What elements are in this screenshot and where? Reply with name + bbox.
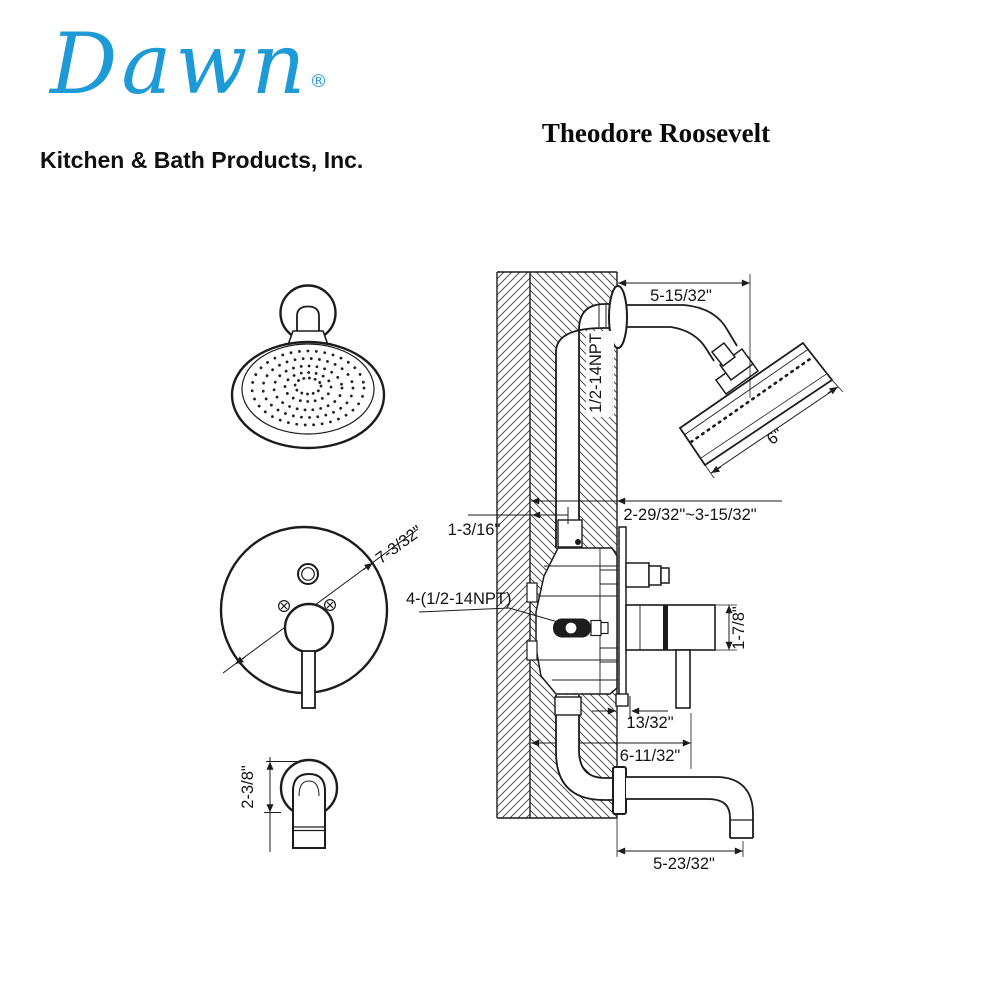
registered-mark: ® (309, 71, 328, 92)
shower-arm-side-view (555, 274, 844, 548)
dim-spout-reach: 5-23/32" (653, 855, 715, 873)
dim-handle-height: 1-7/8" (730, 606, 748, 650)
brand-logo: Dawn® (50, 22, 327, 106)
dim-spout-front-height: 2-3/8" (239, 765, 257, 809)
valve-side-view (418, 497, 782, 769)
dim-head-diameter: 6" (764, 425, 787, 448)
brand-subtitle: Kitchen & Bath Products, Inc. (40, 147, 364, 173)
shower-head-front-view (230, 284, 386, 450)
product-title: Theodore Roosevelt (541, 118, 771, 148)
dim-arm-length: 5-15/32" (650, 287, 712, 305)
dim-handle-reach: 6-11/32" (620, 747, 681, 765)
trim-screws (278, 598, 337, 612)
nozzle-dots (250, 349, 366, 427)
dim-arm-thread: 1/2-14NPT (587, 333, 605, 413)
dim-trim-plate-diameter: 7-3/32" (372, 522, 425, 568)
dim-rough-in-offset: 1-3/16" (448, 521, 501, 539)
tub-spout-front-view (264, 757, 339, 852)
dim-wall-depth-range: 2-29/32"~3-15/32" (623, 506, 756, 524)
dim-plate-foot-offset: 13/32" (626, 714, 673, 732)
valve-trim-front-view (219, 525, 419, 709)
tub-spout-side-view (554, 695, 754, 857)
dim-valve-connections: 4-(1/2-14NPT) (406, 590, 511, 608)
brand-logo-text: Dawn (50, 15, 310, 113)
